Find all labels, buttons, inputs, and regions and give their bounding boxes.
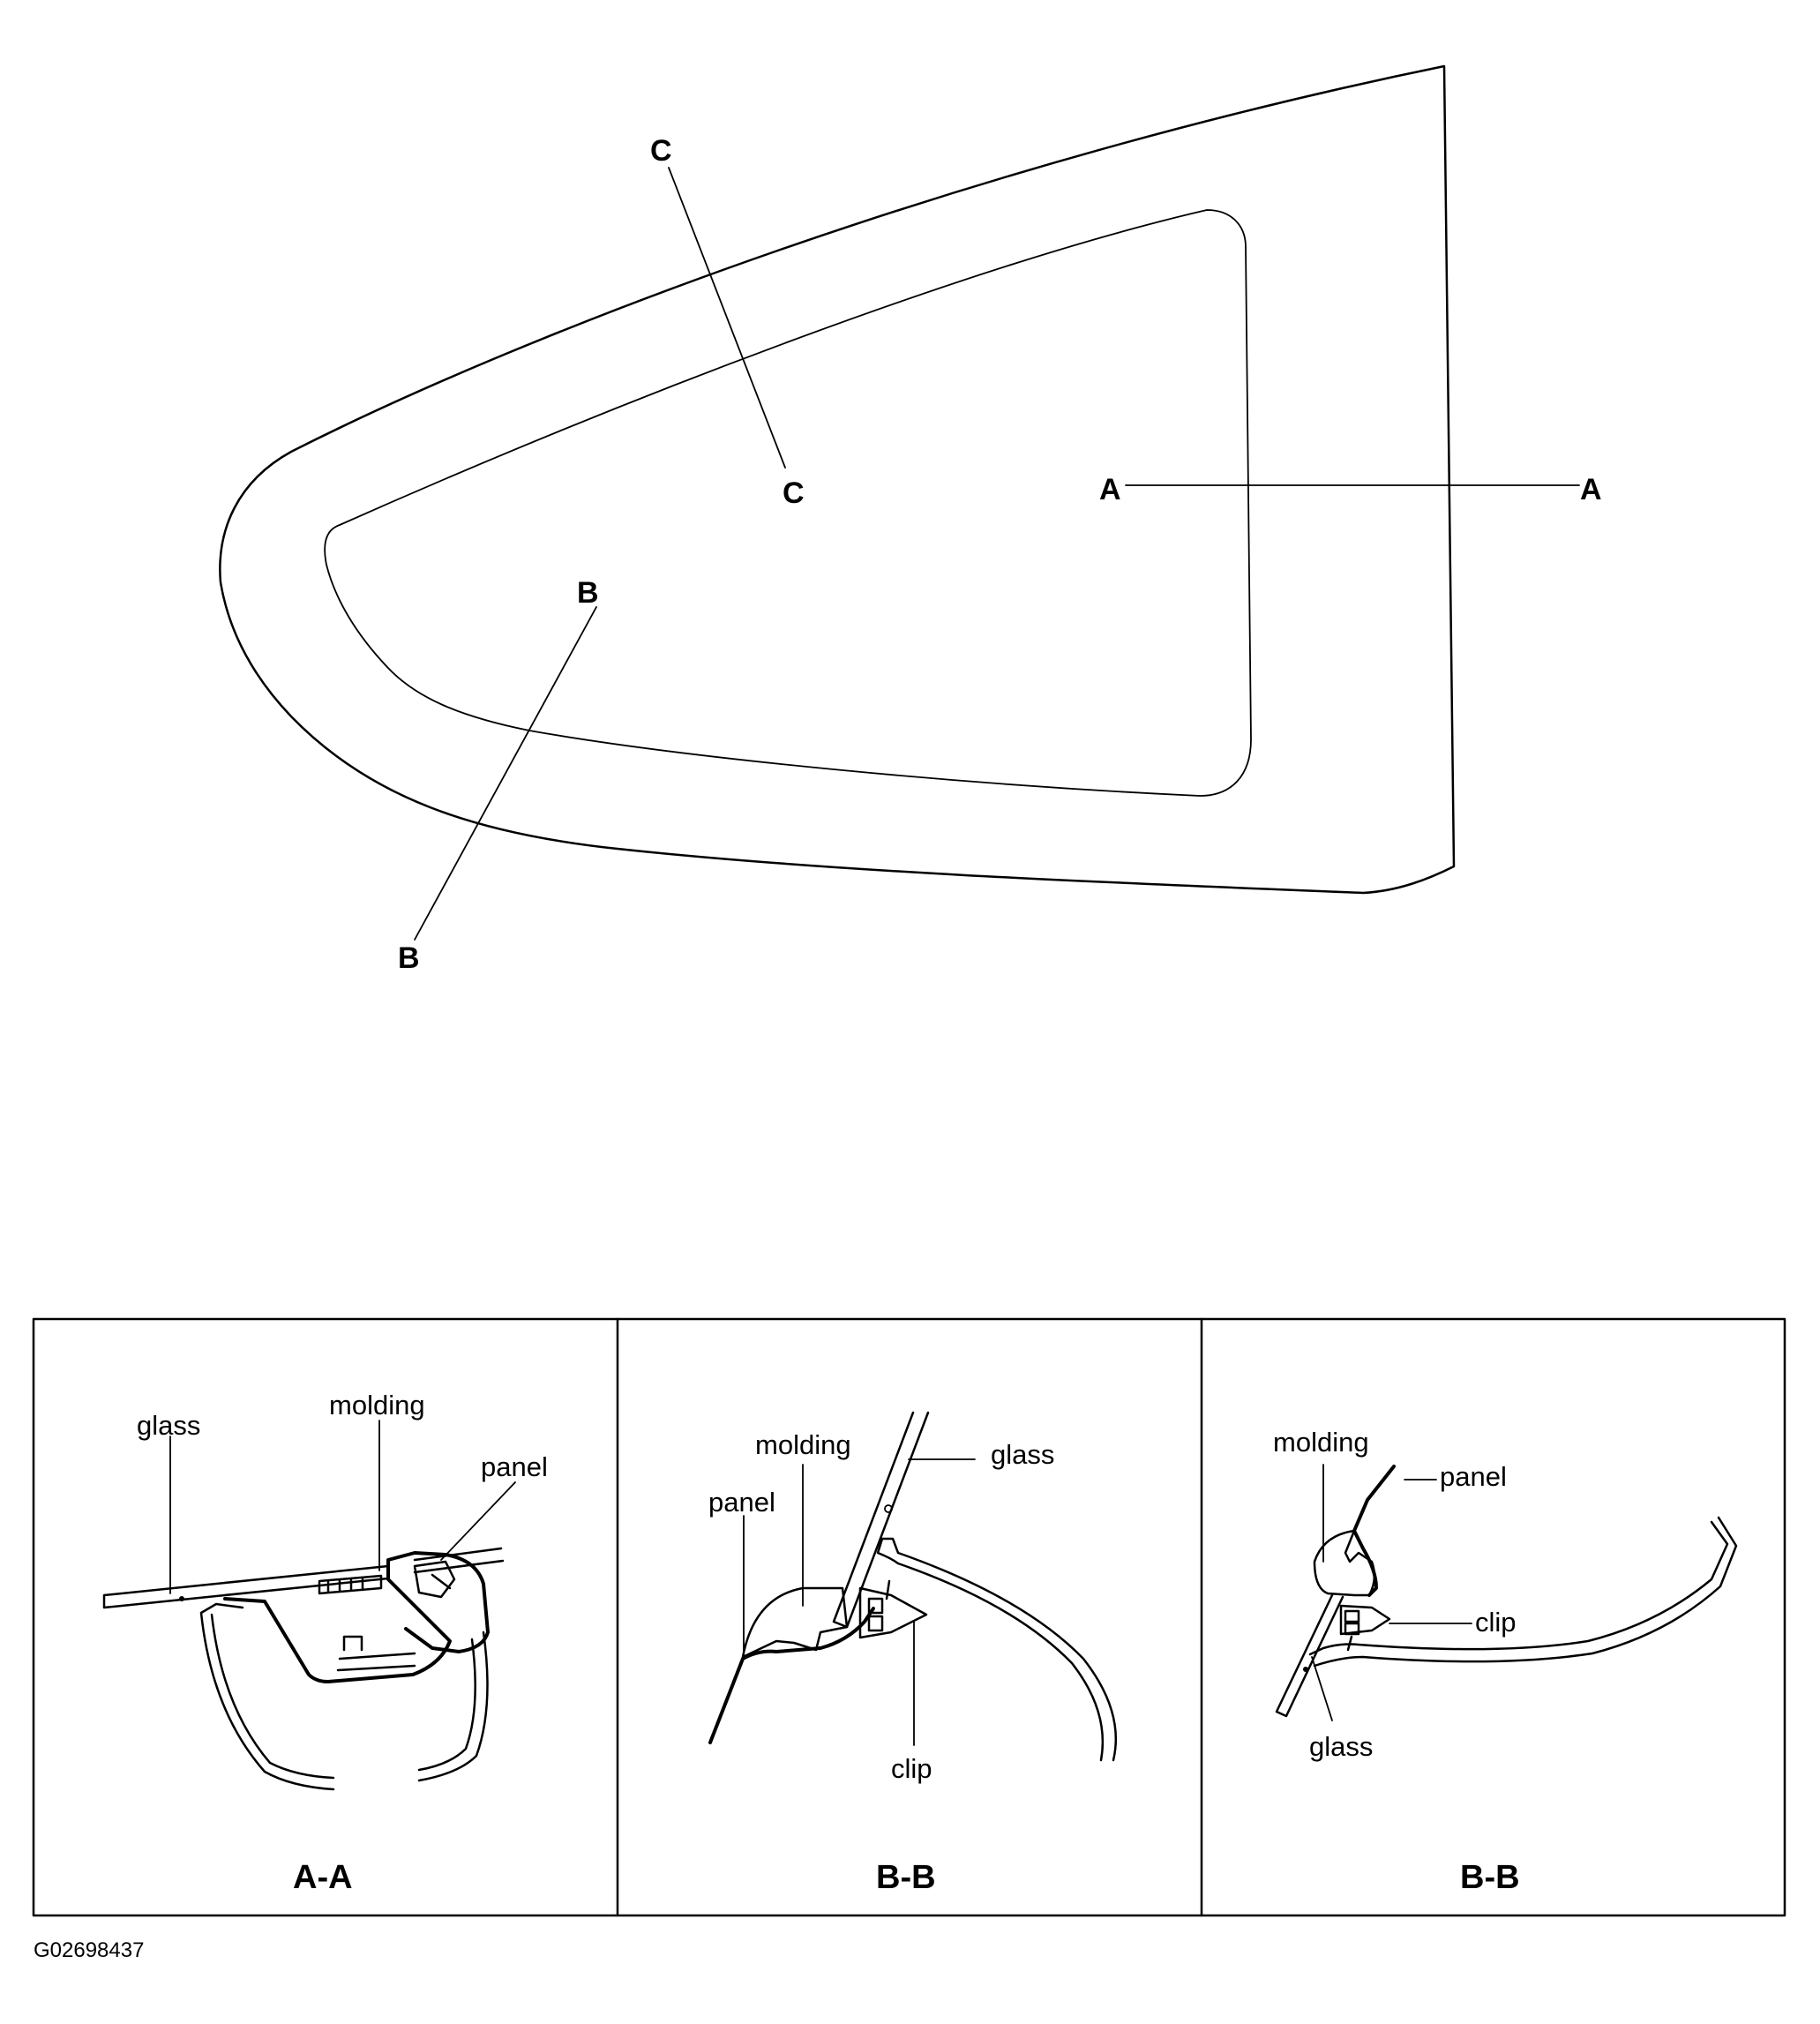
section-title-b-b-1: B-B [876, 1859, 936, 1896]
panel-section [1352, 1465, 1396, 1597]
glass-inner-border-outline [324, 209, 1252, 797]
label-clip: clip [891, 1753, 932, 1784]
label-molding: molding [1273, 1427, 1369, 1458]
section-b-b-2: molding panel clip glass B-B [1273, 1427, 1738, 1896]
clip-head [413, 1560, 456, 1599]
section-title-a-a: A-A [293, 1859, 353, 1896]
section-line-b [414, 606, 597, 941]
label-clip: clip [1475, 1607, 1517, 1638]
inner-panel-left [199, 1602, 335, 1791]
leader-glass-dot [179, 1596, 184, 1601]
section-a-a: glass molding panel A-A [102, 1390, 548, 1896]
molding-body [741, 1586, 849, 1659]
glass-outer-outline [219, 64, 1456, 895]
leader-panel [440, 1481, 516, 1561]
label-panel: panel [481, 1451, 548, 1482]
label-glass: glass [137, 1410, 200, 1441]
label-molding: molding [329, 1390, 425, 1421]
section-mark-c-bottom: C [783, 476, 805, 510]
section-panels: glass molding panel A-A molding glass pa… [32, 1317, 1786, 1917]
section-mark-a-right: A [1580, 473, 1602, 506]
label-glass: glass [1309, 1731, 1373, 1762]
label-panel: panel [1440, 1461, 1507, 1492]
panel-section [708, 1607, 875, 1744]
section-mark-c-top: C [650, 134, 672, 168]
section-mark-b-top: B [577, 576, 599, 610]
inner-panel-right [417, 1630, 489, 1782]
section-panel-frame [32, 1317, 1786, 1917]
inner-panel [1308, 1516, 1738, 1668]
section-title-b-b-2: B-B [1460, 1859, 1520, 1896]
label-glass: glass [991, 1439, 1054, 1470]
section-line-c [668, 167, 786, 469]
clip-body [858, 1579, 928, 1639]
molding-seal [318, 1574, 383, 1595]
panel-section [413, 1547, 505, 1574]
quarter-glass-top-view: C C A A B B [219, 64, 1602, 975]
section-b-b-1: molding glass panel clip B-B [708, 1411, 1117, 1896]
glass-dot [1303, 1667, 1308, 1672]
figure-id: G02698437 [34, 1938, 144, 1962]
molding-body [223, 1551, 490, 1683]
label-molding: molding [755, 1429, 851, 1460]
molding-body [1313, 1529, 1376, 1597]
glass-dot [884, 1504, 893, 1513]
glass-section [102, 1564, 390, 1609]
section-mark-a-left: A [1099, 473, 1121, 506]
inner-panel [876, 1537, 1117, 1762]
glass-section [1275, 1593, 1344, 1718]
leader-glass [1311, 1656, 1333, 1721]
molding-inner [336, 1635, 416, 1672]
clip-body [1339, 1604, 1391, 1652]
label-panel: panel [708, 1487, 775, 1518]
section-mark-b-bottom: B [398, 941, 420, 975]
